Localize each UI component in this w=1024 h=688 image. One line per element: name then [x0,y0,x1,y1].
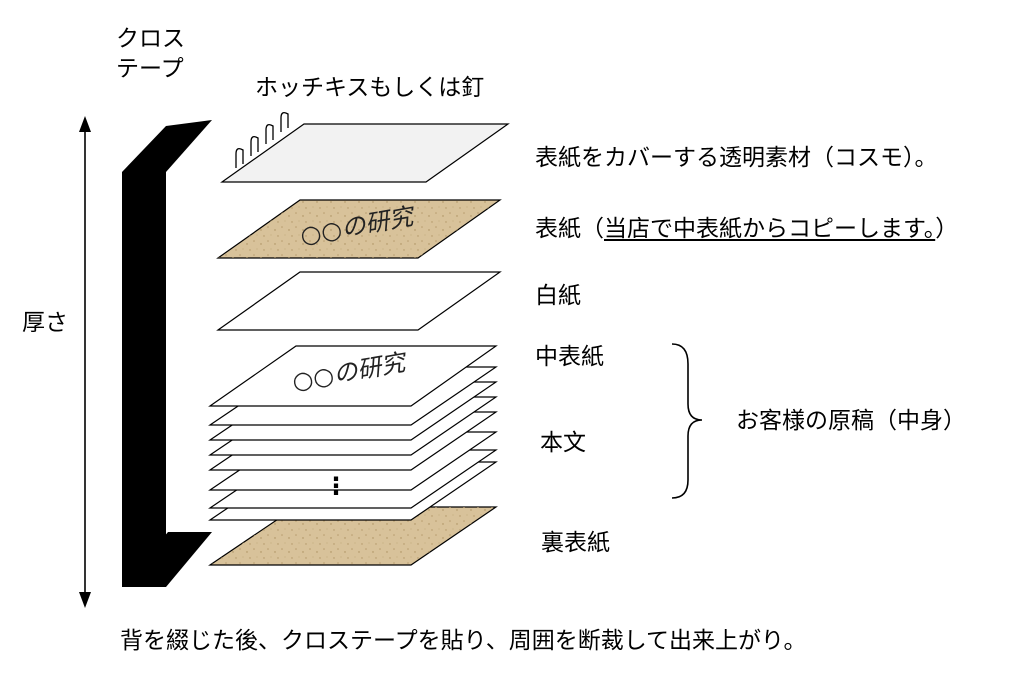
staple-icon [235,112,289,168]
front-cover-label-suffix: ） [935,216,959,242]
pages-ellipsis: ⋮ [324,472,348,500]
staple-label: ホッチキスもしくは釘 [255,75,485,101]
thickness-label: 厚さ [22,310,68,336]
body-text-label: 本文 [540,430,586,456]
manuscript-brace [671,343,703,499]
front-cover-label-prefix: 表紙（ [535,216,604,242]
back-cover-sheet [208,506,498,566]
caption: 背を綴じた後、クロステープを貼り、周囲を断裁して出来上がり。 [120,628,807,654]
white-paper-label: 白紙 [535,283,581,309]
inner-cover-sheet [208,345,498,407]
cloth-tape-spine [122,120,212,587]
inner-cover-label: 中表紙 [535,344,604,370]
cloth-tape-label-line2: テープ [116,56,184,82]
thickness-arrow [79,116,91,608]
manuscript-label: お客様の原稿（中身） [736,408,966,434]
front-cover-label-note: 当店で中表紙からコピーします。 [604,216,936,242]
front-cover-sheet [216,199,502,259]
back-cover-label: 裏表紙 [541,530,610,556]
front-cover-label: 表紙（当店で中表紙からコピーします。） [535,218,958,241]
transparent-cover-sheet [220,123,510,183]
transparent-cover-label: 表紙をカバーする透明素材（コスモ）。 [535,145,938,171]
white-paper-sheet [216,271,502,331]
cloth-tape-label-line1: クロス [116,26,185,52]
